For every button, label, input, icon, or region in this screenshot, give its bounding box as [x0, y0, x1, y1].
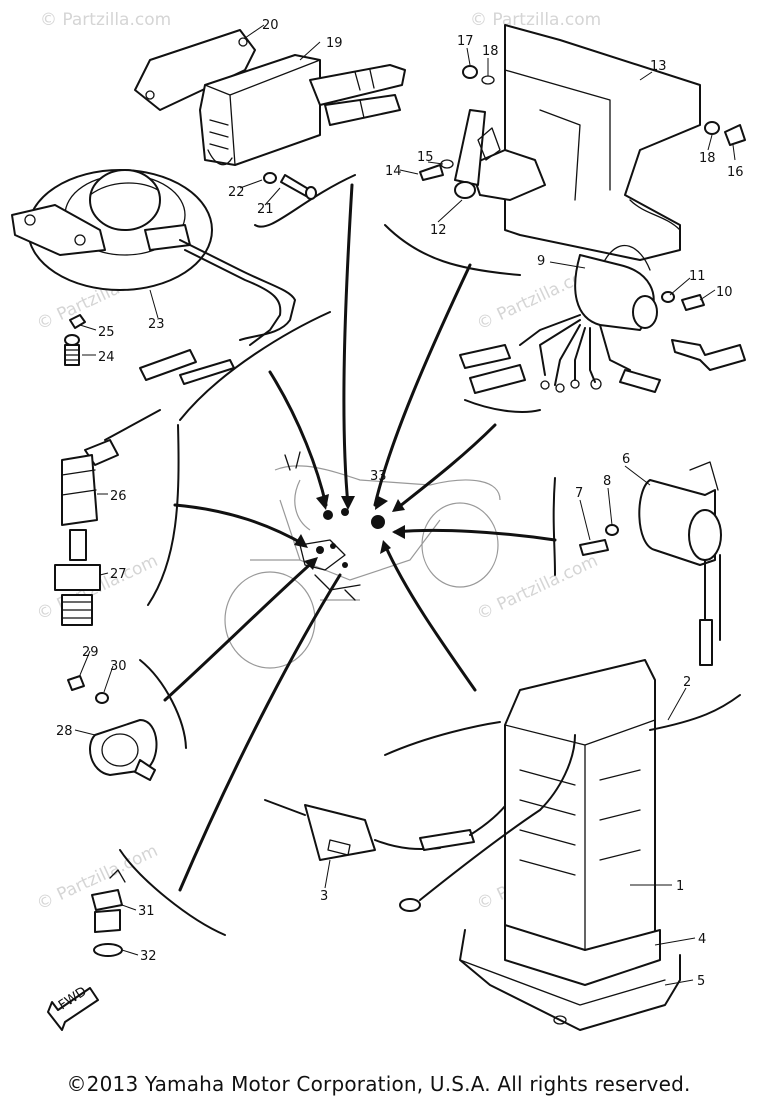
callout-18b: 18 [699, 151, 716, 166]
callout-30: 30 [110, 659, 127, 674]
callout-33: 33 [370, 469, 387, 484]
callout-11: 11 [689, 269, 706, 284]
callout-3: 3 [320, 889, 328, 904]
callout-8: 8 [603, 474, 611, 489]
callout-1: 1 [676, 879, 684, 894]
callout-19: 19 [326, 36, 343, 51]
callout-labels: 1 2 3 4 5 6 7 8 9 10 11 12 13 14 15 16 1… [56, 18, 744, 989]
watermark-2: © Partzilla.com [470, 10, 601, 30]
callout-26: 26 [110, 489, 127, 504]
switch-31-washer-32 [91, 869, 126, 957]
callout-5: 5 [697, 974, 705, 989]
horn-assembly [11, 169, 296, 385]
electrical-parts-diagram: © Partzilla.com © Partzilla.com © Partzi… [11, 10, 746, 1031]
callout-15: 15 [417, 150, 434, 165]
watermark-1: © Partzilla.com [40, 10, 171, 30]
callout-9: 9 [537, 254, 545, 269]
callout-27: 27 [110, 567, 127, 582]
fwd-indicator: FWD [47, 984, 99, 1031]
pointer-lines [163, 183, 557, 892]
callout-23: 23 [148, 317, 165, 332]
callout-4: 4 [698, 932, 706, 947]
callout-16: 16 [727, 165, 744, 180]
main-switch-assembly [459, 245, 746, 394]
callout-18a: 18 [482, 44, 499, 59]
callout-21: 21 [257, 202, 274, 217]
callout-24: 24 [98, 350, 115, 365]
spark-plug-assembly [54, 409, 161, 626]
callout-6: 6 [622, 452, 630, 467]
callout-2: 2 [683, 675, 691, 690]
neutral-switch-assembly [67, 675, 158, 781]
bolt-24-washer-25 [64, 314, 86, 366]
callout-17: 17 [457, 34, 474, 49]
watermark-6: © Partzilla.com [474, 551, 601, 625]
callout-14: 14 [385, 164, 402, 179]
callout-leaders [74, 24, 736, 986]
callout-31: 31 [138, 904, 155, 919]
callout-29: 29 [82, 645, 99, 660]
copyright-notice: ©2013 Yamaha Motor Corporation, U.S.A. A… [66, 1072, 691, 1096]
callout-20: 20 [262, 18, 279, 33]
battery-assembly [399, 659, 741, 1031]
callout-12: 12 [430, 223, 447, 238]
fuse-holder-assembly [264, 744, 524, 861]
group-brackets [119, 174, 556, 936]
ignition-coil-assembly [134, 29, 406, 166]
screw-21-washer-22 [263, 172, 317, 200]
callout-28: 28 [56, 724, 73, 739]
callout-22: 22 [228, 185, 245, 200]
callout-13: 13 [650, 59, 667, 74]
callout-10: 10 [716, 285, 733, 300]
rectifier-bracket-assembly [419, 24, 746, 261]
relay-assembly [579, 461, 722, 666]
callout-25: 25 [98, 325, 115, 340]
callout-7: 7 [575, 486, 583, 501]
motorcycle-silhouette [224, 451, 501, 669]
callout-32: 32 [140, 949, 157, 964]
